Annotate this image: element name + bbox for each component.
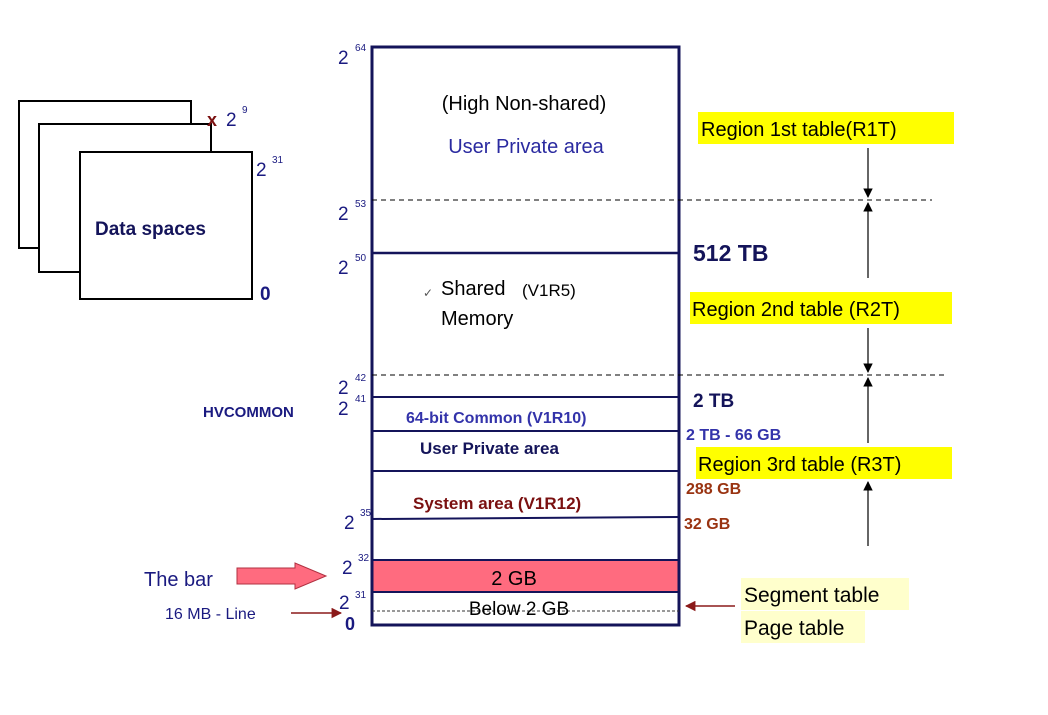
- data-spaces-stack: Data spaces x 2 9 2 31 0: [18, 100, 284, 305]
- r3t-highlight: [696, 447, 952, 479]
- line-16mb-label: 16 MB - Line: [165, 606, 256, 623]
- address-2-42-exp: 42: [355, 373, 367, 384]
- address-labels: 2 64 2 53 2 50 2 42 2 41 2 35 2 32 2 31 …: [203, 43, 372, 634]
- address-2-64-base: 2: [338, 48, 349, 69]
- data-space-front-page: [79, 151, 253, 300]
- address-2-53-base: 2: [338, 204, 349, 225]
- address-2-53-exp: 53: [355, 199, 367, 210]
- page-table-label: Page table: [744, 617, 844, 640]
- user-private-top-label: User Private area: [448, 136, 604, 158]
- system-area-label: System area (V1R12): [413, 494, 581, 513]
- address-zero: 0: [345, 614, 355, 634]
- address-2-32-base: 2: [342, 558, 353, 579]
- address-2-42-base: 2: [338, 378, 349, 399]
- hvcommon-label: HVCOMMON: [203, 404, 294, 421]
- shared-memory-label: Memory: [441, 308, 513, 330]
- size-labels: 512 TB 2 TB 2 TB - 66 GB 288 GB 32 GB: [684, 240, 781, 533]
- address-2-41-exp: 41: [355, 394, 367, 405]
- address-2-50-base: 2: [338, 258, 349, 279]
- page-table-highlight: [741, 611, 865, 643]
- size-288gb: 288 GB: [686, 481, 741, 498]
- data-spaces-top-base: 2: [256, 160, 267, 181]
- size-2tb-minus-66gb: 2 TB - 66 GB: [686, 427, 781, 444]
- r3t-label: Region 3rd table (R3T): [698, 454, 901, 476]
- data-spaces-x: x: [207, 110, 217, 130]
- lower-tables: Segment table Page table: [684, 578, 909, 643]
- r1t-label: Region 1st table(R1T): [701, 119, 897, 141]
- the-bar-label: The bar: [144, 569, 213, 591]
- r2t-label: Region 2nd table (R2T): [692, 299, 900, 321]
- segment-table-label: Segment table: [744, 584, 879, 607]
- divider-2-35: [371, 516, 680, 520]
- high-nonshared-label: (High Non-shared): [442, 93, 607, 115]
- segment-table-highlight: [741, 578, 909, 610]
- address-2-31-base: 2: [339, 593, 350, 614]
- address-space-column: (High Non-shared) User Private area ✓ Sh…: [370, 45, 681, 627]
- common-64-label: 64-bit Common (V1R10): [406, 410, 586, 427]
- data-spaces-bottom: 0: [260, 284, 271, 305]
- size-32gb: 32 GB: [684, 516, 730, 533]
- address-2-35-exp: 35: [360, 508, 372, 519]
- size-512tb: 512 TB: [693, 240, 768, 266]
- bar-arrow-icon: [236, 562, 328, 590]
- data-spaces-top-exp: 31: [272, 155, 284, 166]
- data-spaces-label: Data spaces: [95, 219, 206, 240]
- data-spaces-multiplier-exp: 9: [242, 105, 248, 116]
- address-2-35-base: 2: [344, 513, 355, 534]
- bar-region: [372, 560, 679, 592]
- bar-2gb-label: 2 GB: [491, 568, 537, 590]
- r2t-highlight: [690, 292, 952, 324]
- size-2tb: 2 TB: [693, 391, 734, 412]
- below-2gb-label: Below 2 GB: [469, 599, 569, 620]
- tick-mark-icon: ✓: [423, 286, 433, 300]
- user-private-low-label: User Private area: [420, 439, 559, 458]
- address-2-64-exp: 64: [355, 43, 367, 54]
- address-2-32-exp: 32: [358, 553, 370, 564]
- bar-annotations: The bar 16 MB - Line: [144, 562, 343, 623]
- r1t-highlight: [698, 112, 954, 144]
- address-2-31-exp: 31: [355, 590, 367, 601]
- address-2-41-base: 2: [338, 399, 349, 420]
- address-2-50-exp: 50: [355, 253, 367, 264]
- shared-label: Shared: [441, 278, 506, 300]
- shared-version-label: (V1R5): [522, 281, 576, 300]
- region-tables: Region 1st table(R1T) Region 2nd table (…: [690, 112, 954, 479]
- data-spaces-multiplier-base: 2: [226, 110, 237, 131]
- address-space-frame: [370, 45, 681, 627]
